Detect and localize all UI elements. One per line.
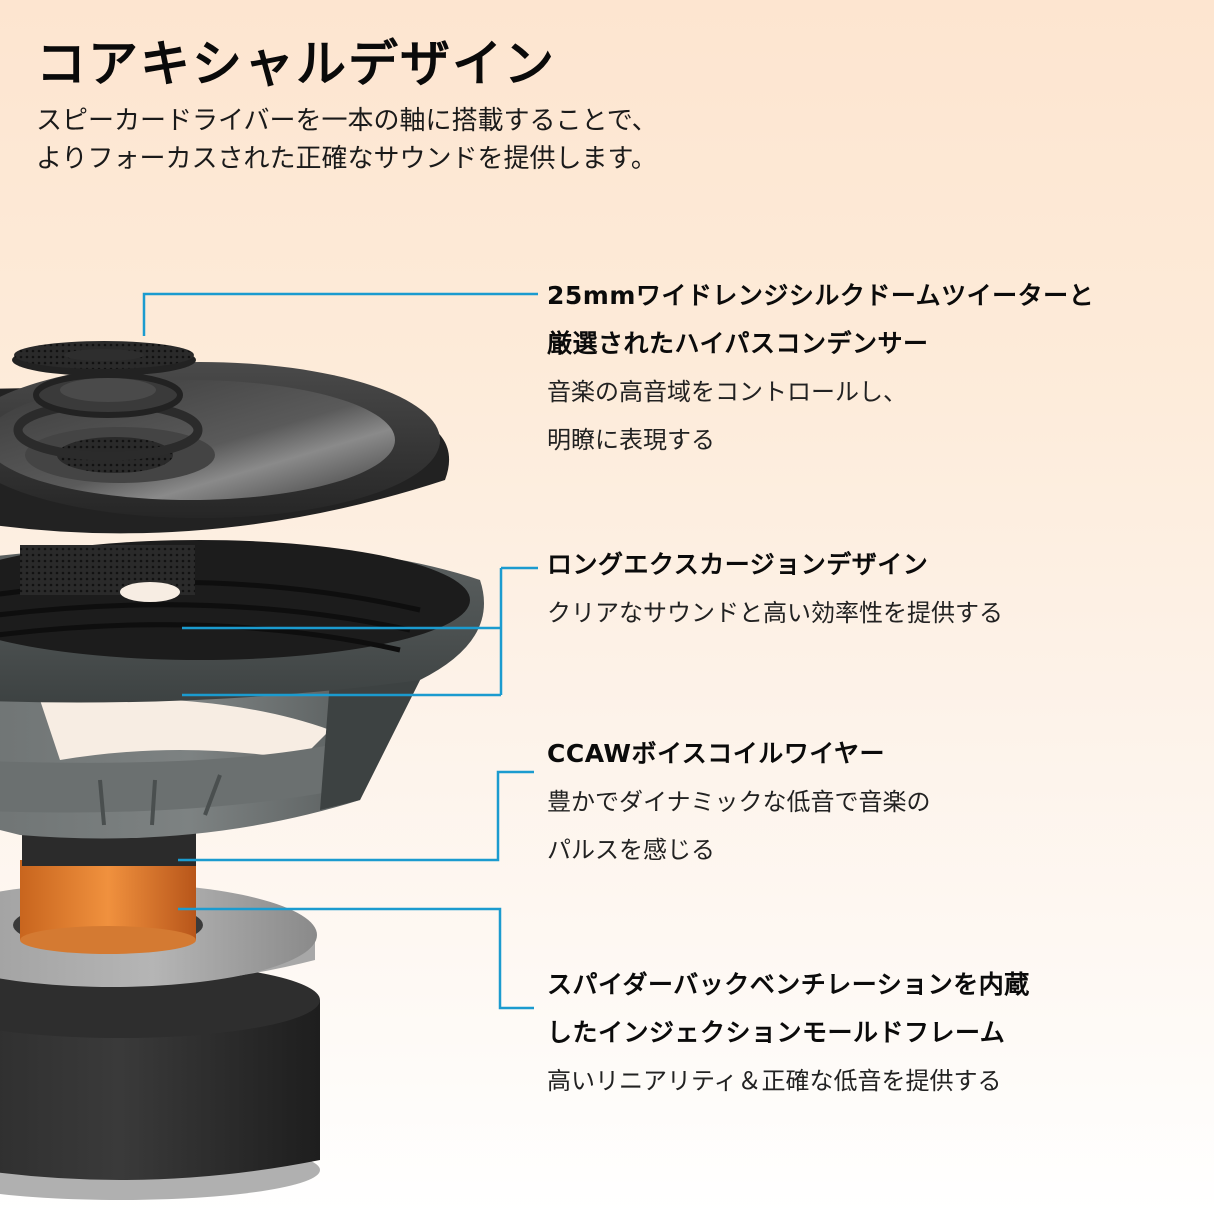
feature-heading: したインジェクションモールドフレーム bbox=[547, 1018, 1006, 1047]
feature-description: パルスを感じる bbox=[547, 836, 715, 864]
subtitle-line-1: スピーカードライバーを一本の軸に搭載することで、 bbox=[36, 106, 658, 136]
voice-coil-icon bbox=[20, 832, 196, 954]
callout-line-excursion bbox=[182, 566, 538, 697]
callout-line-frame bbox=[178, 907, 534, 1010]
page-title: コアキシャルデザイン bbox=[36, 35, 556, 93]
subtitle-line-2: よりフォーカスされた正確なサウンドを提供します。 bbox=[36, 144, 657, 174]
feature-description: 明瞭に表現する bbox=[547, 426, 715, 454]
feature-tweeter: 25mmワイドレンジシルクドームツイーターと 厳選されたハイパスコンデンサー 音… bbox=[547, 272, 1094, 464]
feature-description: 高いリニアリティ＆正確な低音を提供する bbox=[547, 1067, 1002, 1095]
feature-description: 音楽の高音域をコントロールし、 bbox=[547, 378, 907, 406]
woofer-cone-icon bbox=[0, 362, 449, 534]
feature-heading: 25mmワイドレンジシルクドームツイーターと bbox=[547, 281, 1095, 310]
feature-description: クリアなサウンドと高い効率性を提供する bbox=[547, 599, 1003, 627]
feature-long-excursion: ロングエクスカージョンデザイン クリアなサウンドと高い効率性を提供する bbox=[547, 541, 1003, 637]
feature-heading: ロングエクスカージョンデザイン bbox=[547, 550, 929, 579]
feature-ccaw-coil: CCAWボイスコイルワイヤー 豊かでダイナミックな低音で音楽の パルスを感じる bbox=[547, 730, 931, 874]
feature-injection-frame: スパイダーバックベンチレーションを内蔵 したインジェクションモールドフレーム 高… bbox=[547, 961, 1030, 1105]
feature-heading: スパイダーバックベンチレーションを内蔵 bbox=[547, 970, 1030, 999]
feature-heading: CCAWボイスコイルワイヤー bbox=[547, 739, 885, 768]
frame-ring-icon bbox=[0, 540, 484, 703]
feature-heading: 厳選されたハイパスコンデンサー bbox=[547, 329, 929, 358]
callout-line-tweeter bbox=[142, 292, 538, 336]
callout-line-voice-coil bbox=[178, 770, 534, 862]
page-subtitle: スピーカードライバーを一本の軸に搭載することで、 よりフォーカスされた正確なサウ… bbox=[36, 102, 658, 178]
feature-description: 豊かでダイナミックな低音で音楽の bbox=[547, 788, 931, 816]
tweeter-grille-icon bbox=[12, 341, 196, 376]
